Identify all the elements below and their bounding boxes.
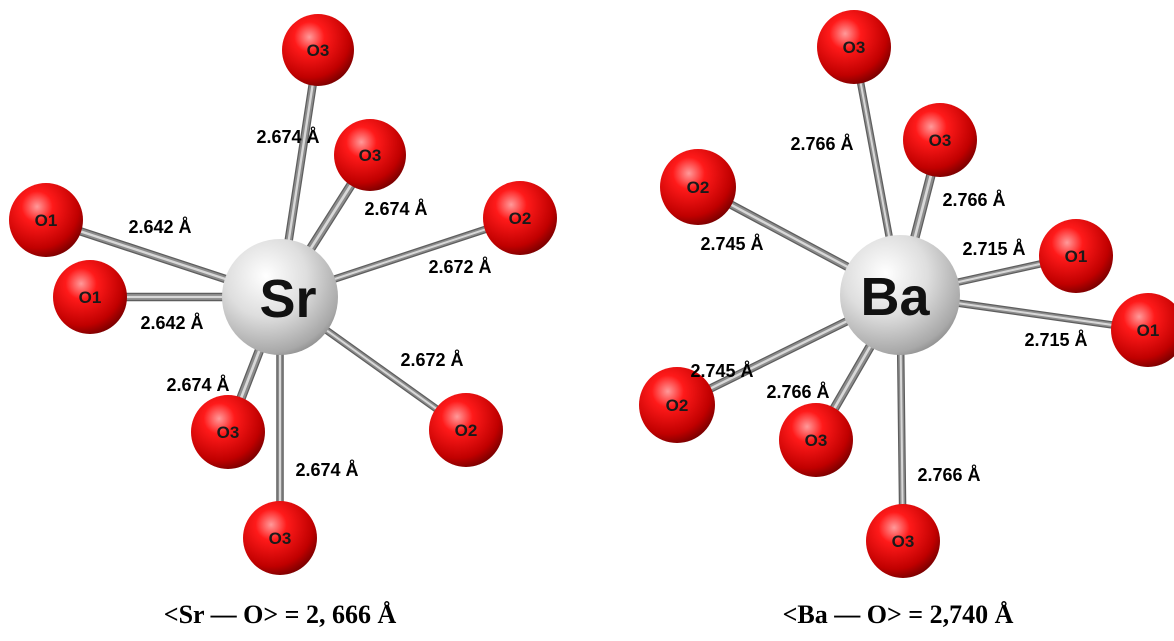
- ba-atom-label: Ba: [860, 267, 930, 327]
- ba-caption: <Ba — O> = 2,740 Å: [783, 600, 1014, 629]
- ba-oxygen-atom: [866, 504, 940, 578]
- ba-oxygen-label: O2: [687, 178, 710, 197]
- ba-bond-length-label: 2.766 Å: [942, 190, 1005, 210]
- sr-oxygen-atom: [483, 181, 557, 255]
- sr-bond-labels: 2.674 Å 2.674 Å 2.672 Å 2.642 Å 2.642 Å 2.672…: [128, 127, 491, 480]
- ba-oxygen-label: O1: [1065, 247, 1088, 266]
- sr-oxygen-atom: [53, 260, 127, 334]
- sr-oxygen-label: O3: [307, 41, 330, 60]
- ba-oxygen-atom: [1039, 219, 1113, 293]
- sr-bond-length-label: 2.672 Å: [400, 350, 463, 370]
- sr-bond-length-label: 2.674 Å: [295, 460, 358, 480]
- ba-oxygen-atom: [817, 10, 891, 84]
- sr-bond-length-label: 2.642 Å: [140, 313, 203, 333]
- sr-oxygen-atom: [191, 395, 265, 469]
- ba-oxygen-atom: [779, 403, 853, 477]
- ba-oxygen-atom: [639, 367, 715, 443]
- ba-bond-length-label: 2.766 Å: [766, 382, 829, 402]
- sr-oxygen-label: O2: [455, 421, 478, 440]
- sr-oxygen-atom: [9, 183, 83, 257]
- ba-oxygen-atom: [903, 103, 977, 177]
- sr-bond-length-label: 2.672 Å: [428, 257, 491, 277]
- sr-oxygen-atom: [429, 393, 503, 467]
- sr-oxygen-label: O2: [509, 209, 532, 228]
- ba-oxygen-label: O3: [843, 38, 866, 57]
- sr-oxygen-atom: [243, 501, 317, 575]
- ba-bond-length-label: 2.766 Å: [917, 465, 980, 485]
- sr-oxygen-label: O3: [217, 423, 240, 442]
- ba-oxygen-atom: [1111, 293, 1174, 367]
- sr-oxygen-label: O1: [79, 288, 102, 307]
- sr-atom-label: Sr: [259, 269, 316, 329]
- sr-bond-length-label: 2.674 Å: [256, 127, 319, 147]
- ba-oxygen-label: O2: [666, 396, 689, 415]
- sr-center-atom: Sr: [222, 239, 338, 355]
- ba-oxygen-label: O1: [1137, 321, 1160, 340]
- sr-atom-sphere: [222, 239, 338, 355]
- ba-bond-length-label: 2.715 Å: [1024, 330, 1087, 350]
- ba-bond-length-label: 2.715 Å: [962, 239, 1025, 259]
- sr-oxygen-label: O3: [359, 146, 382, 165]
- ba-oxygen-label: O3: [892, 532, 915, 551]
- ba-bond-labels: 2.766 Å 2.766 Å 2.745 Å 2.715 Å 2.715 Å 2.745…: [690, 134, 1087, 485]
- sr-oxygen-atom: [282, 14, 354, 86]
- sr-oxygen-label: O3: [269, 529, 292, 548]
- ba-oxygen-atom: [660, 149, 736, 225]
- ba-bond-length-label: 2.766 Å: [790, 134, 853, 154]
- sr-bond-length-label: 2.674 Å: [364, 199, 427, 219]
- sr-caption: <Sr — O> = 2, 666 Å: [164, 600, 397, 629]
- ba-bond-length-label: 2.745 Å: [700, 234, 763, 254]
- ba-bond-length-label: 2.745 Å: [690, 361, 753, 381]
- sr-bond-length-label: 2.674 Å: [166, 375, 229, 395]
- sr-oxygen-label: O1: [35, 211, 58, 230]
- ba-oxygen-label: O3: [805, 431, 828, 450]
- sr-oxygen-atom: [334, 119, 406, 191]
- ba-atom-sphere: [840, 235, 960, 355]
- ba-oxygen-label: O3: [929, 131, 952, 150]
- ba-center-atom: Ba: [840, 235, 960, 355]
- sr-bond-length-label: 2.642 Å: [128, 217, 191, 237]
